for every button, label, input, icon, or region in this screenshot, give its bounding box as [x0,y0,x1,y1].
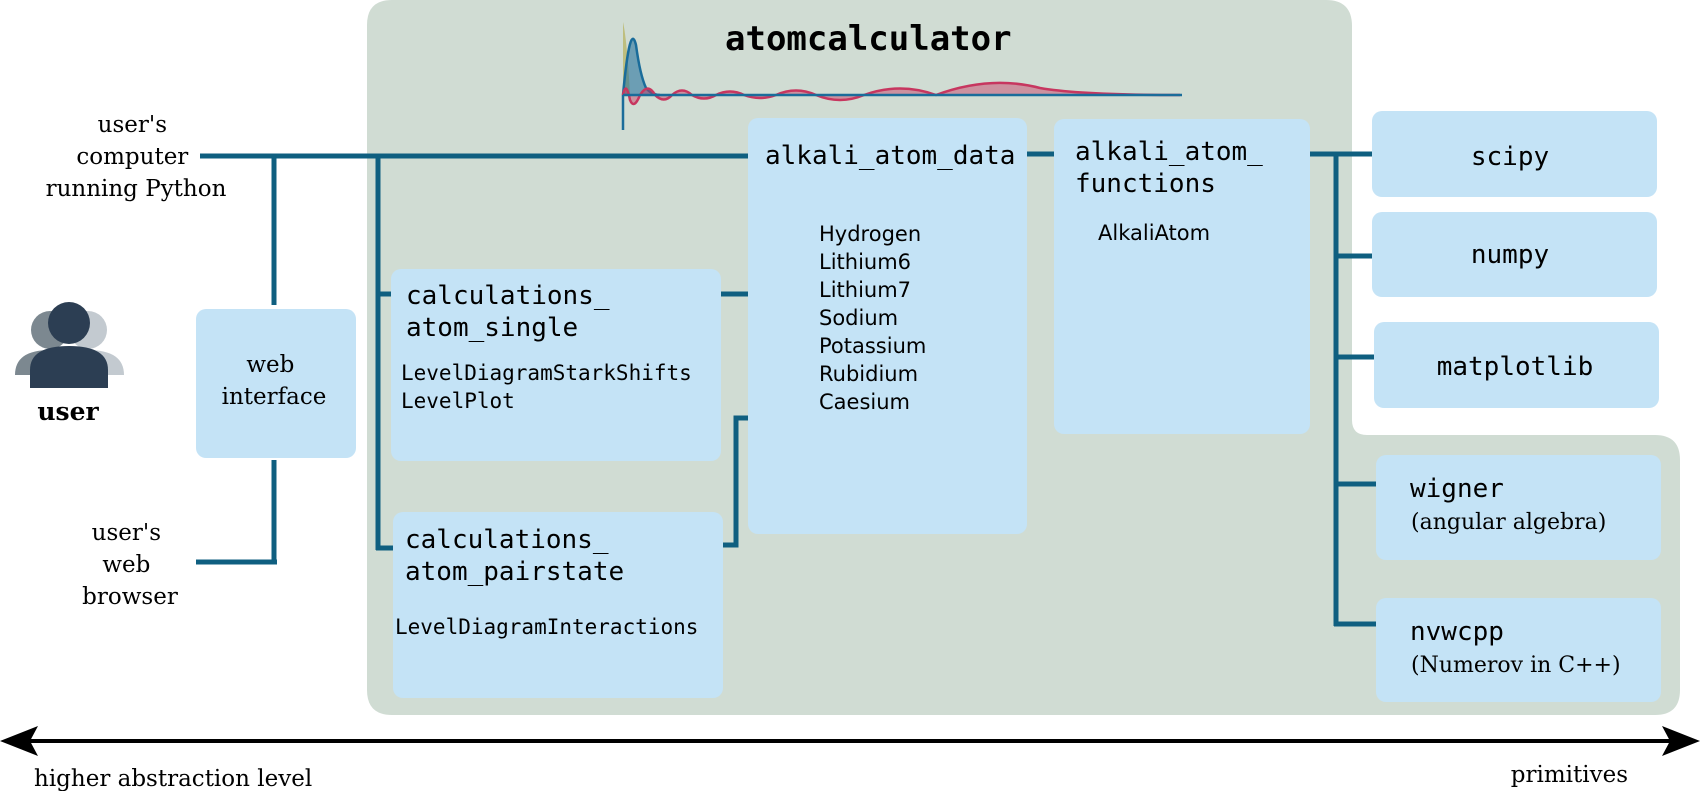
wigner-name: wigner [1410,474,1504,504]
alkali-atom-data-name: alkali_atom_data [765,141,1015,171]
user-browser-label: user's web browser [82,520,178,610]
calculations-atom-pairstate-name-line-2: atom_pairstate [405,557,624,587]
calculations-atom-pairstate-name-line-1: calculations_ [405,525,609,555]
wavefunction-logo-icon [621,22,1182,130]
alkali-atom-functions-name-line-2: functions [1075,169,1216,199]
list-item: Lithium7 [819,278,911,302]
web-interface-line-2: interface [222,384,327,410]
package-title: atomcalculator [725,19,1012,59]
list-item: Caesium [819,390,910,414]
calculations-atom-pairstate-name: calculations_ atom_pairstate [405,525,624,587]
wigner-box [1376,455,1661,560]
list-item: LevelDiagramInteractions [395,615,698,639]
user-browser-line-1: user's [92,520,161,546]
alkali-atom-functions-box [1054,119,1310,434]
nvwcpp-name: nvwcpp [1410,617,1504,647]
axis-right-label: primitives [1511,762,1628,788]
nvwcpp-description: (Numerov in C++) [1411,653,1621,678]
user-computer-label: user's computer running Python [46,112,227,202]
numpy-box [1372,212,1657,297]
user-browser-line-3: browser [82,584,178,610]
list-item: Lithium6 [819,250,911,274]
list-item: Sodium [819,306,898,330]
scipy-box [1372,111,1657,197]
user-computer-line-1: user's [98,112,167,138]
numpy-label: numpy [1471,240,1549,270]
calculations-atom-single-box [391,269,721,461]
wigner-description: (angular algebra) [1411,510,1606,535]
list-item: Hydrogen [819,222,921,246]
matplotlib-label: matplotlib [1437,352,1594,382]
web-interface-label: web interface [222,352,327,410]
calculations-atom-single-name-line-2: atom_single [406,313,578,343]
matplotlib-box [1374,322,1659,408]
axis-left-label: higher abstraction level [34,766,312,791]
alkali-atom-functions-name: alkali_atom_ functions [1075,137,1279,199]
abstraction-axis-arrow [0,726,1700,756]
list-item: LevelDiagramStarkShifts [401,361,692,385]
list-item: AlkaliAtom [1098,221,1210,245]
alkali-atom-functions-name-line-1: alkali_atom_ [1075,137,1263,167]
calculations-atom-single-items: LevelDiagramStarkShifts LevelPlot [401,361,704,413]
calculations-atom-single-name: calculations_ atom_single [406,281,625,343]
calculations-atom-single-name-line-1: calculations_ [406,281,610,311]
alkali-atom-data-box [748,118,1027,534]
web-interface-line-1: web [246,352,294,378]
list-item: Rubidium [819,362,918,386]
user-computer-line-2: computer [76,144,188,170]
list-item: LevelPlot [401,389,515,413]
user-browser-line-2: web [102,552,150,578]
user-icon [15,302,124,388]
scipy-label: scipy [1471,142,1549,172]
connector-lines [196,151,1378,627]
web-interface-box [196,309,356,458]
user-label: user [37,397,99,426]
list-item: Potassium [819,334,926,358]
alkali-atom-data-items: Hydrogen Lithium6 Lithium7 Sodium Potass… [819,222,933,414]
nvwcpp-box [1376,598,1661,702]
calculations-atom-pairstate-box [393,512,723,698]
user-computer-line-3: running Python [46,176,227,202]
